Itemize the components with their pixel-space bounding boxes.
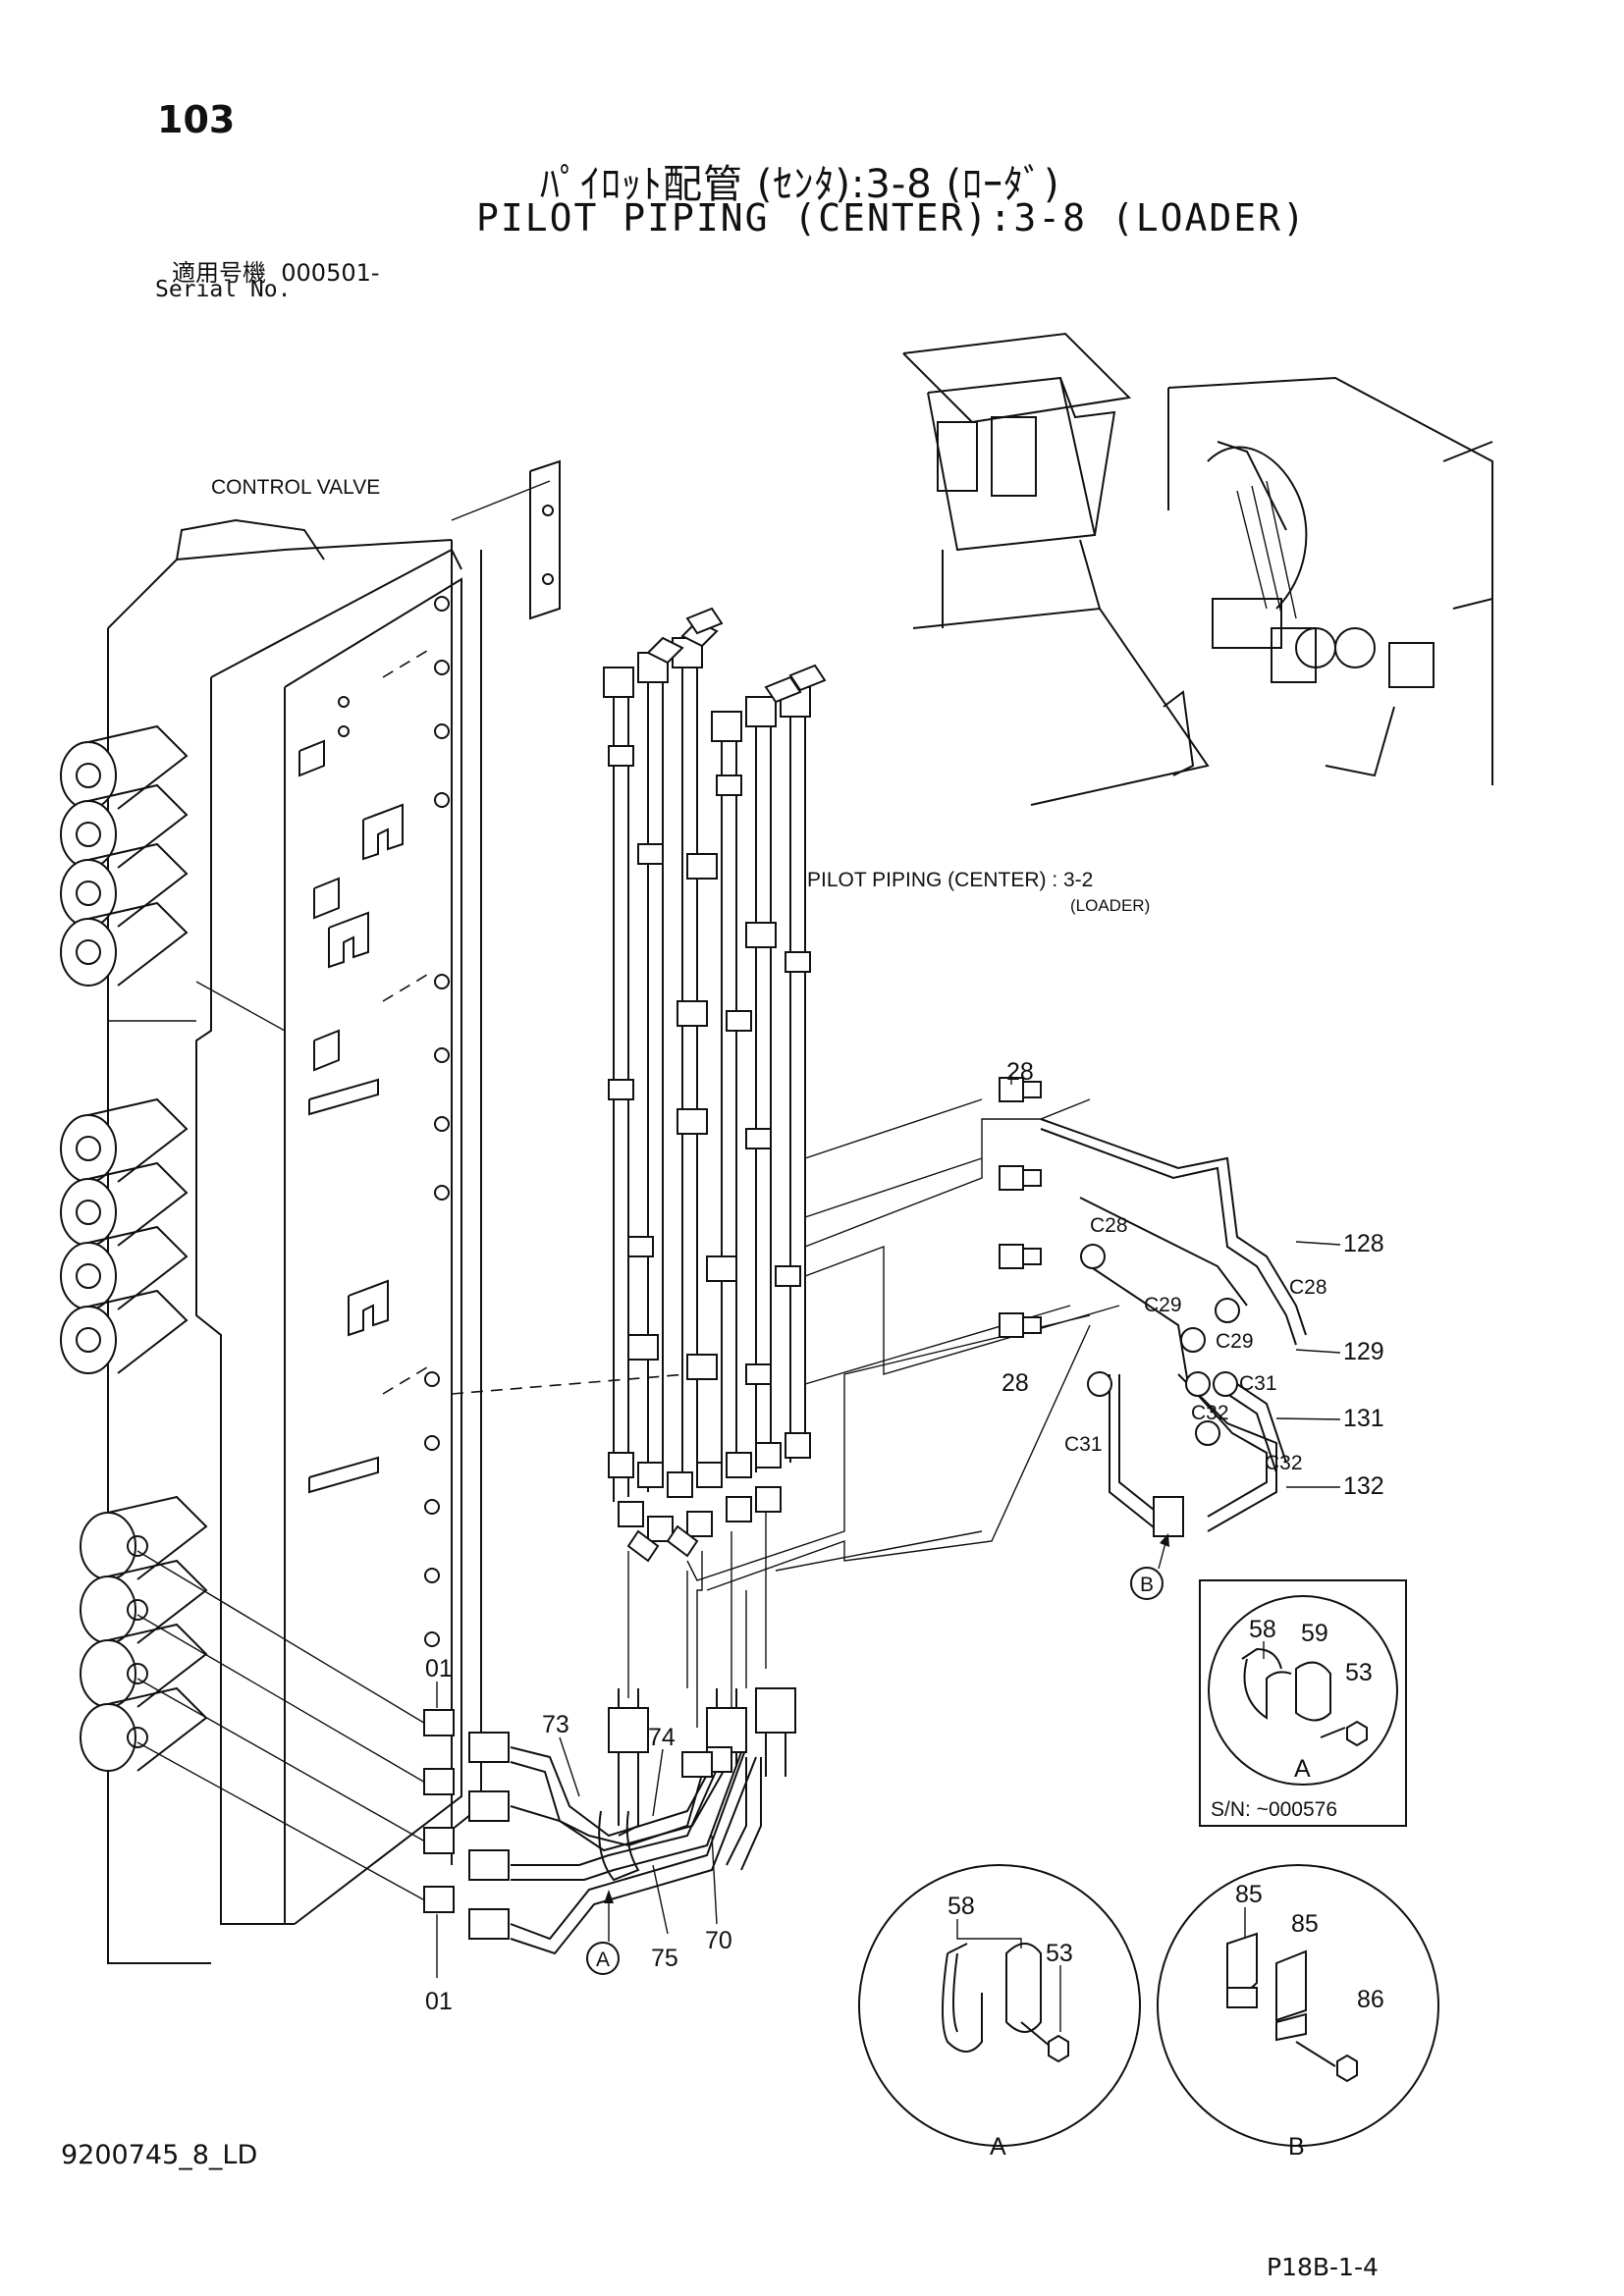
svg-text:C29: C29 — [1144, 1294, 1182, 1316]
svg-text:75: 75 — [651, 1945, 678, 1972]
serial-line-jp: 適用号機 000501- — [172, 253, 380, 288]
svg-text:128: 128 — [1343, 1230, 1384, 1257]
machine-overview-sketch — [902, 332, 1493, 806]
svg-text:73: 73 — [542, 1711, 569, 1738]
serial-label-en: Serial No. — [155, 277, 292, 302]
svg-text:A: A — [1294, 1755, 1311, 1783]
svg-text:85: 85 — [1291, 1910, 1319, 1938]
part-labels-main: 28 28 C28 C28 128 C29 C29 129 C31 C31 13… — [425, 1058, 1384, 2015]
callout-a-main: A — [586, 1890, 620, 1975]
svg-text:B: B — [1140, 1574, 1154, 1596]
svg-text:C32: C32 — [1265, 1452, 1303, 1474]
reference-sub-label: (LOADER) — [1070, 896, 1150, 915]
svg-text:C28: C28 — [1090, 1214, 1128, 1237]
bundle-drop-lines — [627, 1512, 983, 1728]
spool-caps — [60, 724, 208, 1772]
svg-text:01: 01 — [425, 1988, 453, 2015]
svg-text:58: 58 — [1249, 1616, 1276, 1643]
svg-text:28: 28 — [1006, 1058, 1034, 1086]
svg-text:70: 70 — [705, 1927, 732, 1954]
inset-serial-detail: 58 59 53 A S/N: ~000576 — [1199, 1579, 1407, 1827]
svg-text:129: 129 — [1343, 1338, 1384, 1365]
valve-face-ports — [338, 596, 450, 1647]
svg-text:53: 53 — [1345, 1659, 1373, 1686]
svg-text:28: 28 — [1001, 1369, 1029, 1397]
svg-text:85: 85 — [1235, 1881, 1263, 1908]
svg-text:A: A — [596, 1949, 610, 1971]
svg-text:58: 58 — [947, 1893, 975, 1920]
route-lines — [686, 1098, 1120, 1591]
svg-text:C31: C31 — [1064, 1433, 1103, 1456]
svg-text:C31: C31 — [1239, 1372, 1277, 1395]
reference-label: PILOT PIPING (CENTER) : 3-2 — [807, 869, 1093, 891]
svg-text:C28: C28 — [1289, 1276, 1327, 1299]
serial-label-jp: 適用号機 — [172, 259, 266, 287]
svg-text:C32: C32 — [1191, 1402, 1229, 1424]
svg-text:01: 01 — [425, 1655, 453, 1682]
detail-a-view: 58 53 A — [858, 1864, 1141, 2161]
top-elbows — [646, 607, 827, 704]
svg-text:131: 131 — [1343, 1405, 1384, 1432]
svg-text:59: 59 — [1301, 1620, 1328, 1647]
title-english: PILOT PIPING (CENTER):3-8 (LOADER) — [476, 196, 1307, 240]
svg-text:C29: C29 — [1216, 1330, 1254, 1353]
control-valve-body — [107, 459, 688, 1964]
document-code: 9200745_8_LD — [61, 2140, 258, 2170]
detail-b-view: 85 85 86 B — [1157, 1864, 1439, 2161]
svg-text:53: 53 — [1046, 1940, 1073, 1967]
leader-lines — [436, 1075, 1341, 1978]
pilot-pipe-bundle — [603, 607, 827, 1563]
svg-text:132: 132 — [1343, 1472, 1384, 1500]
right-pipe-assembly — [1040, 1118, 1307, 1537]
lower-pipe-assembly — [136, 1550, 796, 1955]
page-reference: P18B-1-4 — [1267, 2253, 1379, 2281]
svg-text:B: B — [1288, 2133, 1305, 2161]
svg-text:S/N: ~000576: S/N: ~000576 — [1211, 1798, 1337, 1821]
title-japanese: ﾊﾟｲﾛｯﾄ配管 (ｾﾝﾀ):3-8 (ﾛｰﾀﾞ) — [540, 162, 1060, 207]
serial-value: 000501- — [281, 259, 380, 287]
control-valve-label: CONTROL VALVE — [211, 476, 380, 499]
fittings-28 — [999, 1077, 1042, 1338]
callout-b-main: B — [1130, 1533, 1169, 1600]
svg-text:A: A — [990, 2133, 1006, 2161]
page-number: 103 — [157, 98, 236, 141]
svg-text:86: 86 — [1357, 1986, 1384, 2013]
svg-text:74: 74 — [648, 1724, 676, 1751]
